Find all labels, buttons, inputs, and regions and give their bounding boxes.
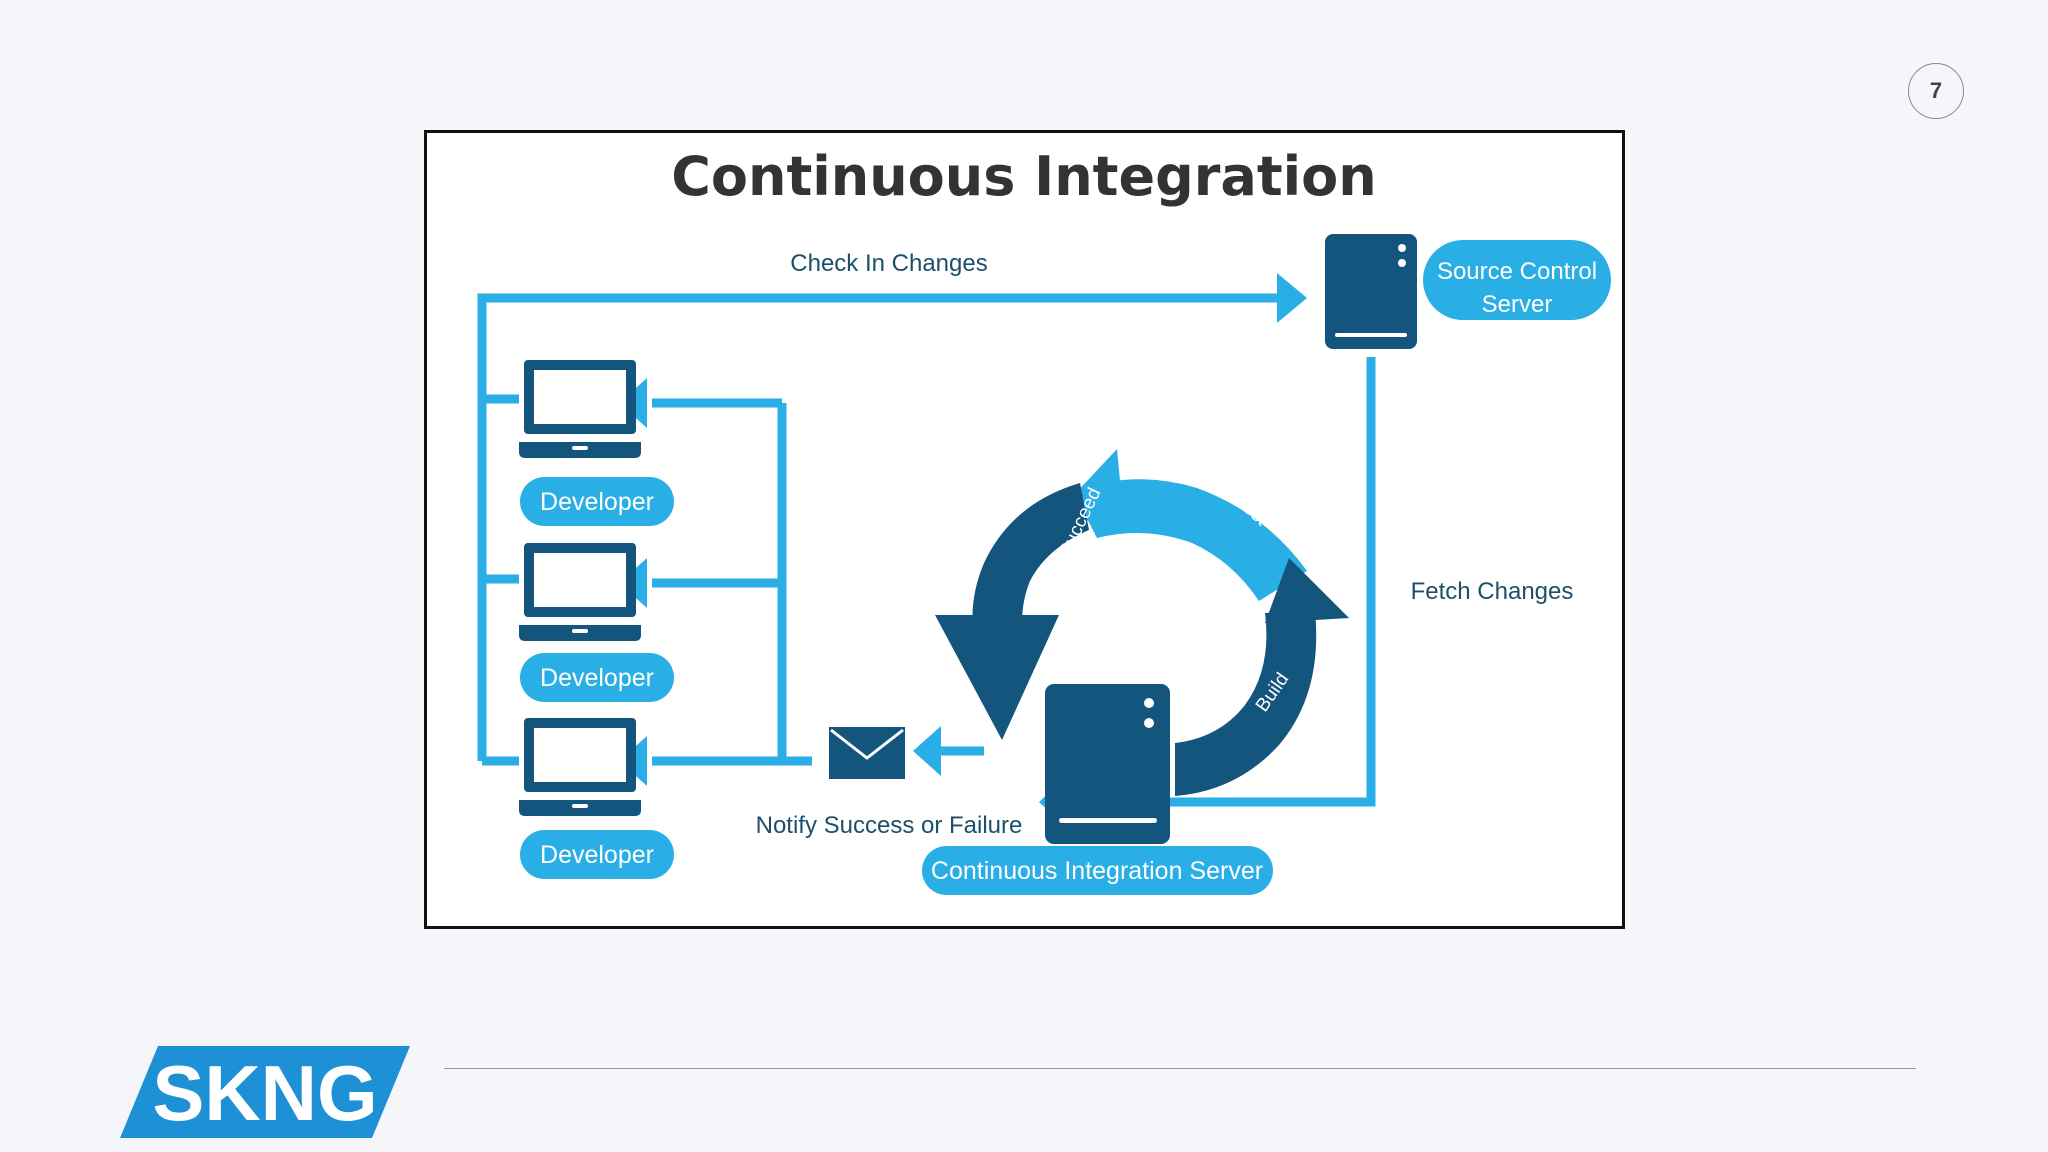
fetch-label: Fetch Changes <box>1411 578 1574 605</box>
check-in-arrowhead <box>1277 273 1307 323</box>
laptop-icon-1 <box>519 360 641 458</box>
notify-arrowhead <box>913 726 941 776</box>
developer-label-2: Developer <box>540 664 654 692</box>
developer-badge-2 <box>520 653 674 702</box>
source-control-label-line1: Source Control <box>1437 258 1597 285</box>
ci-server-badge <box>922 846 1273 895</box>
source-control-badge <box>1423 240 1611 320</box>
footer-divider <box>444 1068 1916 1069</box>
developer-label-1: Developer <box>540 488 654 516</box>
envelope-icon <box>829 727 905 779</box>
check-in-label: Check In Changes <box>790 250 987 277</box>
source-control-server-icon <box>1325 234 1417 349</box>
developer-label-3: Developer <box>540 841 654 869</box>
notify-branch-lines <box>652 398 812 766</box>
skng-logo: SKNG <box>120 1046 410 1138</box>
logo-text: SKNG <box>152 1049 377 1137</box>
notify-label: Notify Success or Failure <box>756 812 1023 839</box>
ci-diagram: Continuous Integration Check In Changes … <box>477 145 1611 895</box>
page-number: 7 <box>1908 63 1964 119</box>
developer-badge-1 <box>520 477 674 526</box>
ci-server-icon <box>1045 684 1170 844</box>
laptop-icon-2 <box>519 543 641 641</box>
source-control-label-line2: Server <box>1482 291 1553 318</box>
ci-server-label: Continuous Integration Server <box>931 857 1263 885</box>
developer-badge-3 <box>520 830 674 879</box>
laptop-icon-3 <box>519 718 641 816</box>
diagram-title: Continuous Integration <box>671 145 1376 208</box>
check-in-arrow <box>477 293 1277 766</box>
diagram-frame: Continuous Integration Check In Changes … <box>424 130 1625 929</box>
